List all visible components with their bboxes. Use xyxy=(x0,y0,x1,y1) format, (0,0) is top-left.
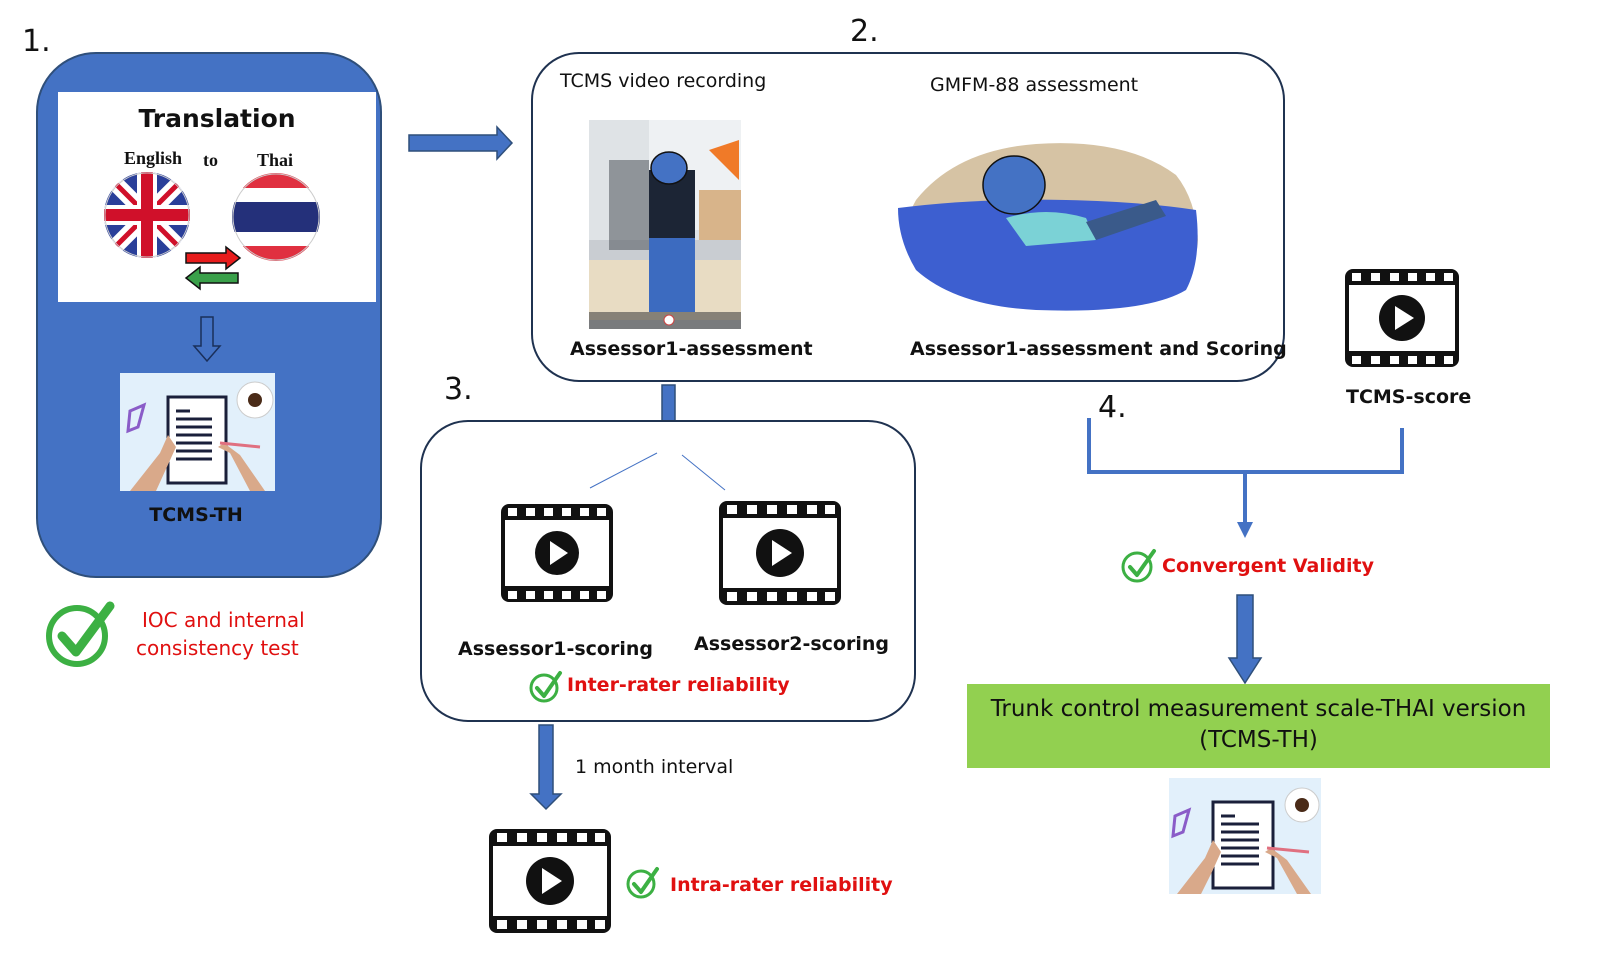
assessor1-scoring-label: Assessor1-scoring xyxy=(458,638,653,660)
child-prone-photo xyxy=(898,143,1198,311)
translation-result-label: TCMS-TH xyxy=(149,504,243,526)
check-icon xyxy=(46,601,115,667)
right-arrow-icon xyxy=(408,125,514,161)
inter-rater-label: Inter-rater reliability xyxy=(567,674,790,696)
final-result-line2: (TCMS-TH) xyxy=(1199,727,1318,753)
down-arrow-icon xyxy=(192,316,222,363)
final-result-line1: Trunk control measurement scale-THAI ver… xyxy=(990,696,1527,722)
final-result-text: Trunk control measurement scale-THAI ver… xyxy=(967,694,1550,756)
ioc-label-line1: IOC and internal xyxy=(142,608,305,632)
intra-rater-label: Intra-rater reliability xyxy=(670,874,893,896)
video-film-icon xyxy=(1345,269,1459,367)
uk-flag-icon xyxy=(104,172,190,258)
down-arrow-icon xyxy=(529,724,563,811)
step-number-2: 2. xyxy=(850,14,879,49)
down-arrow-icon xyxy=(1227,594,1263,685)
check-icon xyxy=(529,671,562,703)
interval-label: 1 month interval xyxy=(575,756,734,778)
questionnaire-illustration-icon xyxy=(1169,778,1321,894)
convergent-validity-label: Convergent Validity xyxy=(1162,555,1374,577)
step-number-4: 4. xyxy=(1098,390,1127,425)
gmfm-title: GMFM-88 assessment xyxy=(930,74,1139,96)
check-icon xyxy=(626,867,659,899)
translation-title: Translation xyxy=(138,104,296,133)
assessor2-scoring-label: Assessor2-scoring xyxy=(694,633,889,655)
video-film-icon xyxy=(719,501,841,605)
step-number-3: 3. xyxy=(444,372,473,407)
branch-lines xyxy=(589,452,726,491)
child-sitting-video-thumbnail xyxy=(589,120,741,329)
video-film-icon xyxy=(489,829,611,933)
questionnaire-illustration-icon xyxy=(120,373,275,491)
thai-flag-icon xyxy=(232,173,320,261)
bracket-connector xyxy=(1087,418,1404,538)
language-target: Thai xyxy=(257,150,294,170)
video-recording-title: TCMS video recording xyxy=(560,70,767,92)
check-icon xyxy=(1121,549,1156,583)
swap-arrows-icon xyxy=(184,245,242,291)
assessor1-assessment-caption: Assessor1-assessment xyxy=(570,338,813,360)
video-film-icon xyxy=(501,504,613,602)
assessor1-scoring-caption: Assessor1-assessment and Scoring xyxy=(910,338,1287,360)
tcms-score-label: TCMS-score xyxy=(1346,386,1472,408)
step-number-1: 1. xyxy=(22,24,51,59)
ioc-label-line2: consistency test xyxy=(136,636,299,660)
language-from: English xyxy=(124,148,183,168)
final-result-banner xyxy=(967,684,1550,768)
language-to-word: to xyxy=(203,150,218,170)
